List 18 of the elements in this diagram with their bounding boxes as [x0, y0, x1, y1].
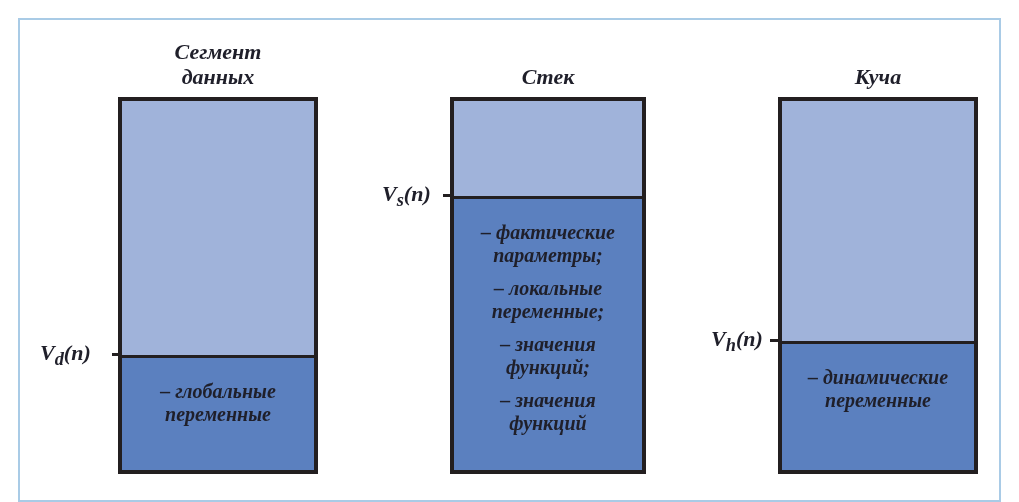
- region-text: – динамические переменные: [806, 366, 950, 412]
- region-text: – значения функций;: [499, 333, 597, 379]
- column-title: Сегмент данных: [173, 39, 263, 89]
- used-region: [782, 341, 974, 470]
- column-title: Стек: [520, 64, 576, 89]
- free-region: [782, 101, 974, 341]
- pointer-label: V$_{s}$(n): [382, 181, 431, 212]
- used-region: [122, 355, 314, 470]
- used-region: [454, 196, 642, 470]
- region-text: – глобальные переменные: [159, 380, 277, 426]
- region-text: – фактические параметры;: [479, 221, 616, 267]
- free-region: [122, 101, 314, 355]
- pointer-label: V$_{h}$(n): [711, 326, 763, 357]
- pointer-label: V$_{d}$(n): [40, 340, 91, 371]
- free-region: [454, 101, 642, 196]
- region-text: – значения функций: [499, 389, 597, 435]
- column-title: Куча: [853, 64, 903, 89]
- region-text: – локальные переменные;: [490, 277, 606, 323]
